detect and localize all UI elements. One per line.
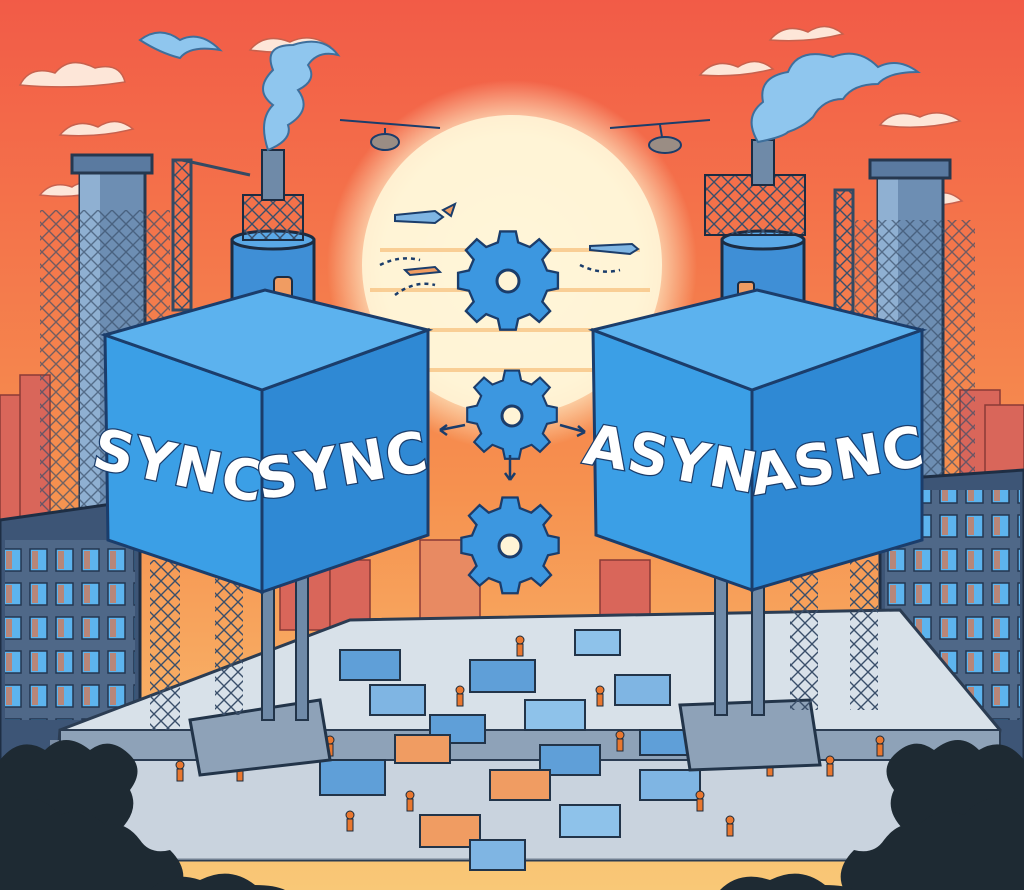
- crates: [319, 629, 701, 871]
- left-tower-supports: [150, 559, 332, 777]
- gear-icon: [466, 369, 558, 460]
- workers: [175, 635, 885, 837]
- flow-arrows: [379, 257, 621, 481]
- rocket-icon: [394, 202, 640, 277]
- right-async-cube: [587, 288, 928, 593]
- crane-right: [833, 188, 855, 322]
- crane-left: [171, 158, 251, 312]
- gear-icon: [456, 230, 560, 331]
- foreground-trees: [0, 740, 1024, 890]
- building-left: [0, 498, 142, 782]
- drone-icon: [339, 119, 441, 151]
- drone-icon: [609, 119, 711, 154]
- smokestack-icon: [138, 31, 341, 152]
- smokestack-icon: [750, 52, 922, 144]
- left-sync-cube: [100, 288, 434, 595]
- gear-icon: [460, 496, 560, 595]
- right-tower-supports: [678, 560, 878, 772]
